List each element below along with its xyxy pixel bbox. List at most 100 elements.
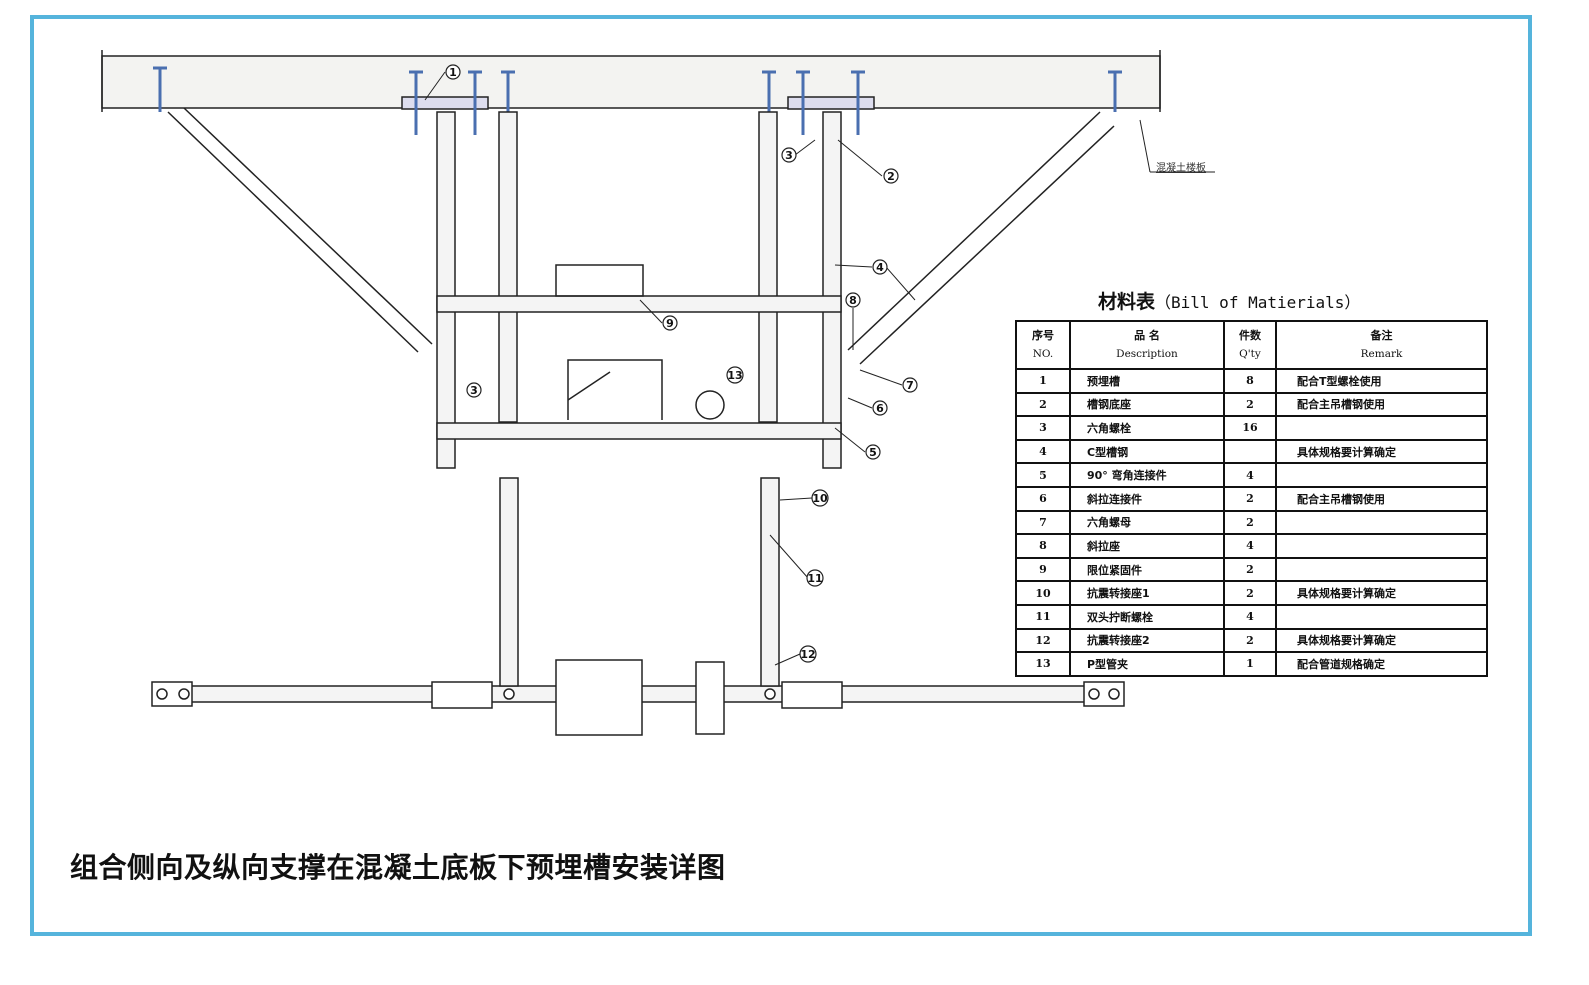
cell-remark (1275, 462, 1488, 488)
cell-remark: 配合管道规格确定 (1275, 651, 1488, 677)
cell-remark: 具体规格要计算确定 (1275, 438, 1488, 465)
diagonal-brace-right (847, 111, 1115, 365)
bom-title-en: （Bill of Matierials） (1155, 293, 1361, 312)
cell-no: 11 (1015, 603, 1071, 630)
callout-label: 5 (869, 446, 877, 459)
callout-7: 7 (902, 377, 918, 393)
leader-lines (424, 71, 1215, 666)
diagonal-brace-left (167, 107, 433, 353)
callout-3: 3 (781, 147, 797, 163)
cell-remark (1275, 415, 1488, 441)
header-label: NO. (1032, 348, 1054, 360)
header-no: 序号 NO. (1015, 320, 1071, 370)
vertical-channel (498, 111, 518, 423)
callout-8: 8 (845, 292, 861, 308)
callout-3b: 3 (466, 382, 482, 398)
cell-remark: 配合主吊槽钢使用 (1275, 391, 1488, 418)
duct-section (567, 359, 663, 420)
vertical-channel (436, 111, 456, 469)
header-label: Description (1116, 348, 1178, 360)
callout-label: 1 (449, 66, 457, 79)
cell-qty: 4 (1223, 533, 1277, 559)
callout-label: 6 (876, 402, 884, 415)
callout-5: 5 (865, 444, 881, 460)
pipe-longitudinal (695, 661, 725, 735)
cell-desc: 限位紧固件 (1069, 556, 1225, 583)
callout-13: 13 (726, 366, 744, 384)
cell-qty: 4 (1223, 603, 1277, 630)
cell-qty: 2 (1223, 391, 1277, 418)
callouts: 1 2 3 4 5 6 7 8 9 3 13 10 11 12 (445, 64, 918, 663)
cell-qty (1223, 438, 1277, 465)
duct (555, 264, 644, 297)
header-label: Q'ty (1239, 348, 1261, 360)
cell-remark (1275, 509, 1488, 536)
cell-desc: 六角螺栓 (1069, 415, 1225, 441)
cell-remark (1275, 533, 1488, 559)
cell-qty: 8 (1223, 368, 1277, 394)
page-frame (30, 15, 1532, 936)
header-label: 序号 (1032, 329, 1054, 342)
horizontal-channel-upper (436, 295, 842, 313)
channel-base-right (787, 96, 875, 110)
cell-remark (1275, 556, 1488, 583)
callout-12: 12 (799, 645, 817, 663)
cell-desc: 槽钢底座 (1069, 391, 1225, 418)
cell-no: 4 (1015, 438, 1071, 465)
channel-base-left (401, 96, 489, 110)
cell-no: 2 (1015, 391, 1071, 418)
cell-no: 6 (1015, 485, 1071, 512)
header-label: 备注 (1370, 329, 1393, 342)
cell-qty: 1 (1223, 651, 1277, 677)
duct-section-line (567, 371, 611, 401)
t-bolts (153, 66, 1122, 135)
vertical-channel-lower (760, 477, 780, 687)
cell-qty: 2 (1223, 485, 1277, 512)
cell-no: 9 (1015, 556, 1071, 583)
callout-label: 11 (807, 572, 822, 585)
callout-11: 11 (806, 569, 824, 587)
duct-longitudinal (555, 659, 643, 736)
cell-desc: 抗震转接座2 (1069, 627, 1225, 654)
cell-desc: 斜拉座 (1069, 533, 1225, 559)
cell-desc: 双头拧断螺栓 (1069, 603, 1225, 630)
cell-no: 7 (1015, 509, 1071, 536)
pipe (695, 390, 725, 420)
cell-no: 12 (1015, 627, 1071, 654)
horizontal-channel-lower (436, 422, 842, 440)
cell-desc: C型槽钢 (1069, 438, 1225, 465)
concrete-slab (101, 55, 1161, 109)
cell-no: 5 (1015, 462, 1071, 488)
cell-desc: 斜拉连接件 (1069, 485, 1225, 512)
callout-4: 4 (872, 259, 888, 275)
drawing-title: 组合侧向及纵向支撑在混凝土底板下预埋槽安装详图 (70, 851, 726, 884)
callout-label: 4 (876, 261, 884, 274)
callout-1: 1 (445, 64, 461, 80)
header-remark: 备注 Remark (1275, 320, 1488, 370)
cell-desc: 抗震转接座1 (1069, 580, 1225, 606)
vertical-channel (758, 111, 778, 423)
cell-qty: 2 (1223, 509, 1277, 536)
cell-qty: 16 (1223, 415, 1277, 441)
cell-no: 8 (1015, 533, 1071, 559)
callout-10: 10 (811, 489, 829, 507)
cell-no: 3 (1015, 415, 1071, 441)
callout-label: 2 (887, 170, 895, 183)
header-label: Remark (1360, 348, 1403, 360)
callout-label: 3 (785, 149, 793, 162)
callout-label: 13 (727, 369, 742, 382)
cell-remark: 具体规格要计算确定 (1275, 580, 1488, 606)
callout-label: 12 (800, 648, 815, 661)
cell-desc: 90° 弯角连接件 (1069, 462, 1225, 488)
